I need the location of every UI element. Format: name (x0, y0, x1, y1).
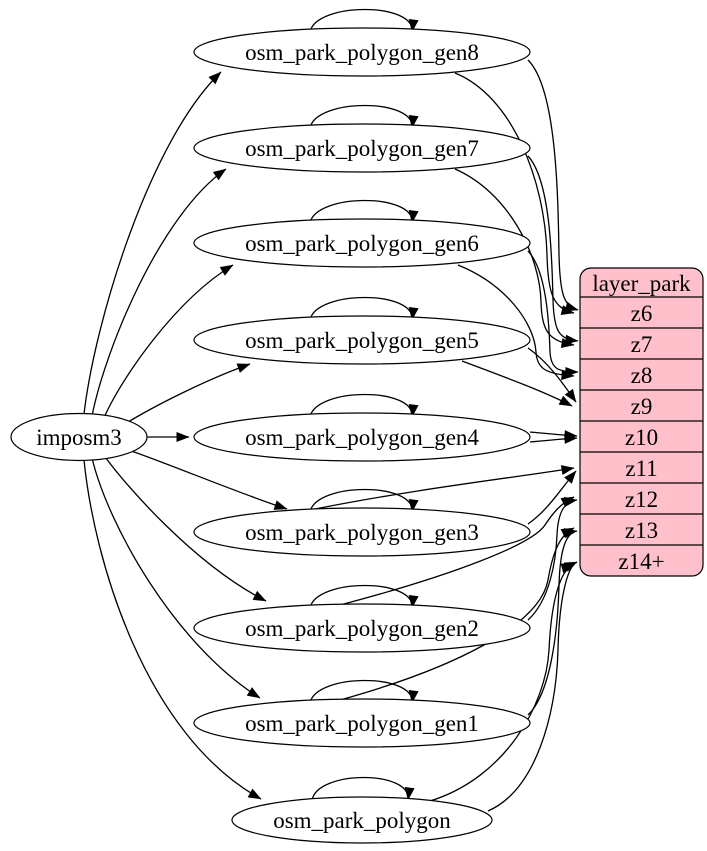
self-loop-gen8 (309, 8, 419, 33)
table-ellipse (193, 218, 531, 268)
node-imposm3: imposm3 (10, 412, 148, 462)
table-label: osm_park_polygon_gen3 (245, 520, 479, 545)
zoom-row-z11: z11 (625, 456, 657, 481)
edges-source-to-tables (83, 71, 288, 800)
edges-tables-to-layer (309, 59, 579, 812)
edge-imposm3-gen3 (119, 446, 288, 510)
node-osm-park-polygon-gen2: osm_park_polygon_gen2 (193, 603, 531, 653)
table-label: osm_park_polygon_gen4 (245, 425, 479, 450)
self-loop-gen6 (309, 199, 419, 224)
table-label: osm_park_polygon_gen8 (245, 40, 479, 65)
node-osm-park-polygon-gen3: osm_park_polygon_gen3 (193, 507, 531, 557)
imposm3-ellipse (10, 412, 148, 462)
zoom-row-z14: z14+ (618, 549, 664, 574)
table-label: osm_park_polygon_gen2 (245, 616, 479, 641)
table-label: osm_park_polygon_gen6 (245, 231, 479, 256)
zoom-row-z6: z6 (631, 301, 653, 326)
edge-imposm3-gen6 (102, 264, 234, 421)
edge-gen8-z6-a (527, 59, 579, 312)
edge-polygon-z14-b (429, 563, 575, 802)
zoom-row-z9: z9 (631, 394, 653, 419)
self-loop-gen5 (309, 296, 419, 321)
node-osm-park-polygon-gen6: osm_park_polygon_gen6 (193, 218, 531, 268)
table-ellipse (193, 698, 531, 748)
edge-gen3-z11-a (527, 470, 577, 525)
node-osm-park-polygon-gen1: osm_park_polygon_gen1 (193, 698, 531, 748)
imposm3-label: imposm3 (36, 425, 122, 450)
edge-gen4-z10-b (529, 433, 578, 444)
edge-gen4-z10-a (529, 430, 578, 441)
node-osm-park-polygon-gen7: osm_park_polygon_gen7 (193, 123, 531, 173)
edge-imposm3-gen1 (91, 457, 261, 699)
self-loop-gen1 (309, 679, 419, 704)
edge-gen8-z6-b (454, 72, 575, 315)
edge-gen7-z7-a (527, 155, 579, 345)
edge-gen1-z13-a (527, 528, 578, 716)
node-layer-park: layer_park z6 z7 z8 z9 z10 z11 z12 z13 z… (579, 267, 704, 577)
edge-imposm3-polygon (83, 459, 262, 800)
table-label: osm_park_polygon_gen7 (245, 136, 479, 161)
table-label: osm_park_polygon (273, 808, 451, 833)
table-label: osm_park_polygon_gen1 (245, 711, 479, 736)
table-label: osm_park_polygon_gen5 (245, 328, 479, 353)
table-ellipse (193, 507, 531, 557)
layer-park-title: layer_park (592, 271, 691, 296)
layer-park-box (579, 267, 704, 577)
edge-gen3-z11-b (309, 465, 575, 511)
node-osm-park-polygon: osm_park_polygon (231, 796, 493, 844)
zoom-row-z12: z12 (625, 487, 658, 512)
table-ellipse (193, 603, 531, 653)
self-loop-gen7 (309, 104, 419, 129)
edge-gen6-z8-b (457, 264, 575, 381)
edge-polygon-z14-a (487, 561, 578, 812)
edge-gen5-z9-b (461, 360, 573, 407)
zoom-row-z10: z10 (625, 425, 658, 450)
self-loop-gen3 (309, 488, 419, 513)
edge-gen7-z7-b (454, 168, 575, 348)
zoom-row-z7: z7 (631, 332, 653, 357)
self-loop-gen4 (309, 393, 419, 418)
zoom-row-z13: z13 (625, 518, 658, 543)
table-ellipse (193, 27, 531, 77)
table-ellipse (193, 315, 531, 365)
table-ellipse (193, 412, 531, 462)
edge-imposm3-gen2 (102, 453, 267, 602)
self-loop-gen2 (309, 584, 419, 609)
edge-gen2-z12-b (339, 496, 575, 606)
node-osm-park-polygon-gen8: osm_park_polygon_gen8 (193, 27, 531, 77)
edge-imposm3-gen8 (83, 71, 222, 415)
node-osm-park-polygon-gen5: osm_park_polygon_gen5 (193, 315, 531, 365)
table-ellipse (231, 796, 493, 844)
edge-imposm3-gen7 (91, 168, 227, 417)
node-osm-park-polygon-gen4: osm_park_polygon_gen4 (193, 412, 531, 462)
table-ellipse (193, 123, 531, 173)
edges-self-loops (309, 8, 419, 801)
zoom-row-z8: z8 (631, 363, 653, 388)
self-loop-polygon (311, 776, 415, 801)
edge-gen1-z13-b (339, 527, 575, 701)
edge-imposm3-gen5 (119, 363, 251, 428)
